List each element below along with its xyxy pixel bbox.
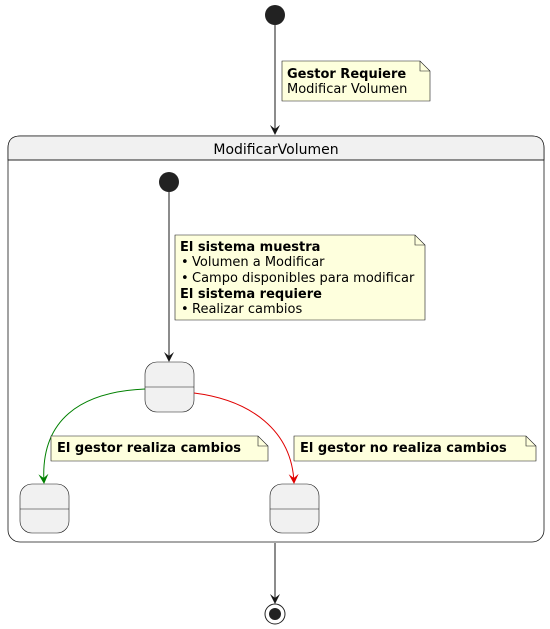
note-no-realiza-cambios: El gestor no realiza cambios [293,435,537,462]
edge-realiza-cambios [38,388,146,484]
final-state [264,603,286,625]
note-realiza-cambios: El gestor realiza cambios [50,435,269,462]
inner-initial-state [159,172,179,192]
composite-state-title: ModificarVolumen [213,142,338,158]
note-el-sistema: El sistema muestra • Volumen a Modificar… [174,234,426,321]
note-inner-bullet-glyph: • [181,302,189,317]
note-inner-bullet1-1: Volumen a Modificar [192,255,325,270]
note-inner-bullet-glyph: • [181,255,189,270]
composite-state-modificarvolumen: ModificarVolumen [7,135,545,543]
note-inner-heading1: El sistema muestra [180,240,320,255]
note-left-text: El gestor realiza cambios [57,441,241,456]
note-top-title: Gestor Requiere [287,67,406,82]
state-left [19,483,70,534]
note-gestor-requiere: Gestor Requiere Modificar Volumen [281,60,431,102]
outer-initial-state [265,5,285,25]
note-top-line: Modificar Volumen [287,82,407,97]
note-inner-bullet2-1: Realizar cambios [192,302,302,317]
state-right [269,483,320,534]
note-inner-bullet-glyph: • [181,271,189,286]
edge-no-realiza-cambios [193,392,299,484]
note-inner-heading2: El sistema requiere [180,287,322,302]
note-inner-bullet1-2: Campo disponibles para modificar [192,271,415,286]
state-middle [144,361,195,413]
note-right-text: El gestor no realiza cambios [300,441,507,456]
